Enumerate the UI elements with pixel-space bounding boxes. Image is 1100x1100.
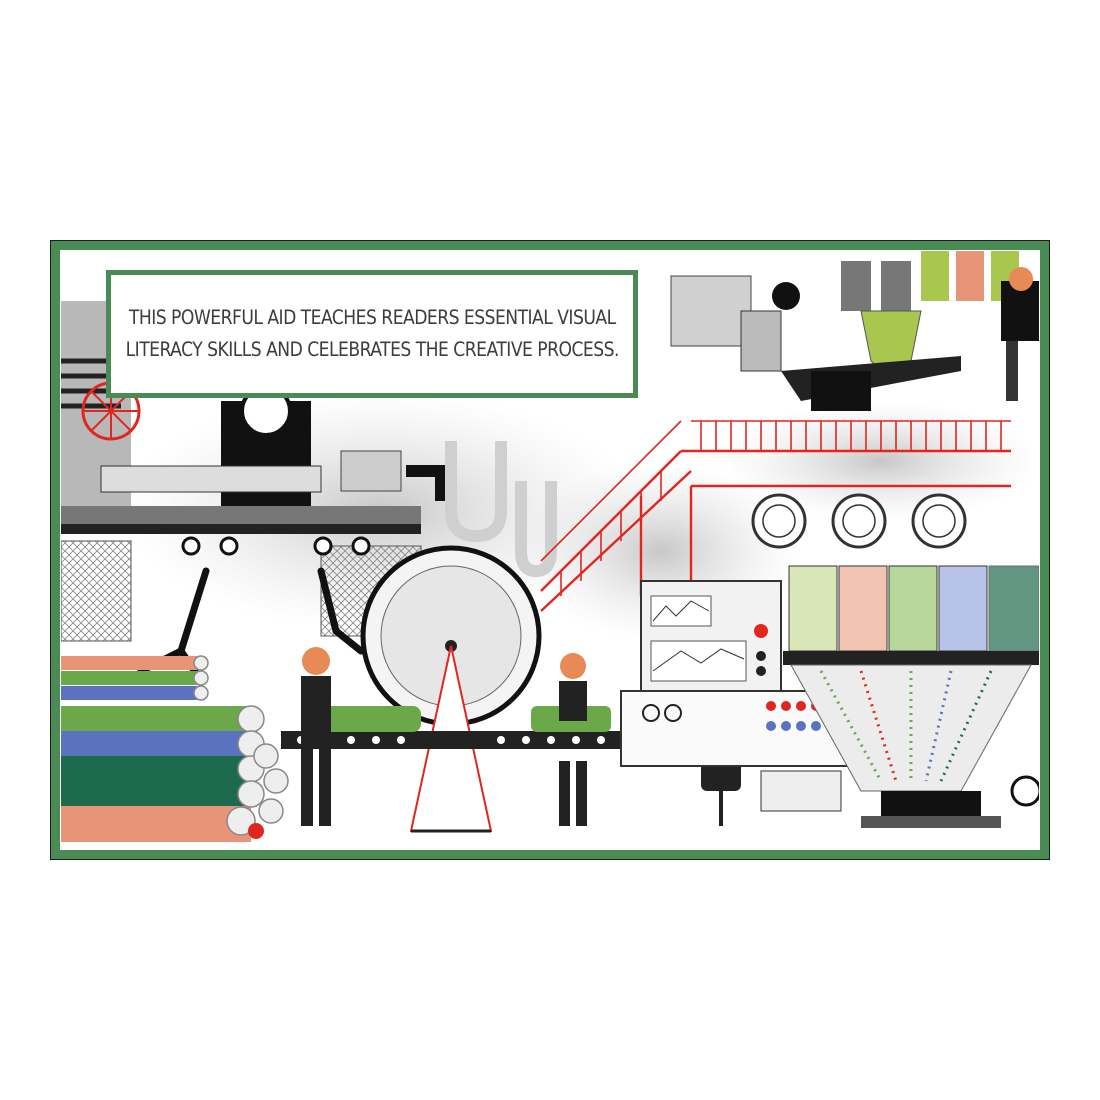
control-panel (620, 580, 862, 812)
caption-text: THIS POWERFUL AID TEACHES READERS ESSENT… (113, 302, 631, 365)
bottling-machine (670, 251, 1039, 411)
caption-line-1: THIS POWERFUL AID TEACHES READERS ESSENT… (128, 306, 616, 330)
frame-border (51, 241, 1049, 859)
worker-figures (301, 647, 741, 826)
ventilation-fans (751, 493, 967, 549)
roller-wheel (360, 545, 542, 833)
conveyor-belt (281, 706, 621, 749)
pencil-stack (61, 655, 289, 842)
caption-line-2: LITERACY SKILLS AND CELEBRATES THE CREAT… (125, 338, 619, 361)
side-gear (1010, 775, 1039, 807)
pellet-hopper (783, 565, 1039, 828)
pipes (445, 441, 557, 578)
red-staircase (540, 420, 1011, 612)
caption-box: THIS POWERFUL AID TEACHES READERS ESSENT… (106, 270, 638, 398)
smoke-haze (721, 401, 1039, 521)
factory-illustration (61, 251, 1039, 842)
